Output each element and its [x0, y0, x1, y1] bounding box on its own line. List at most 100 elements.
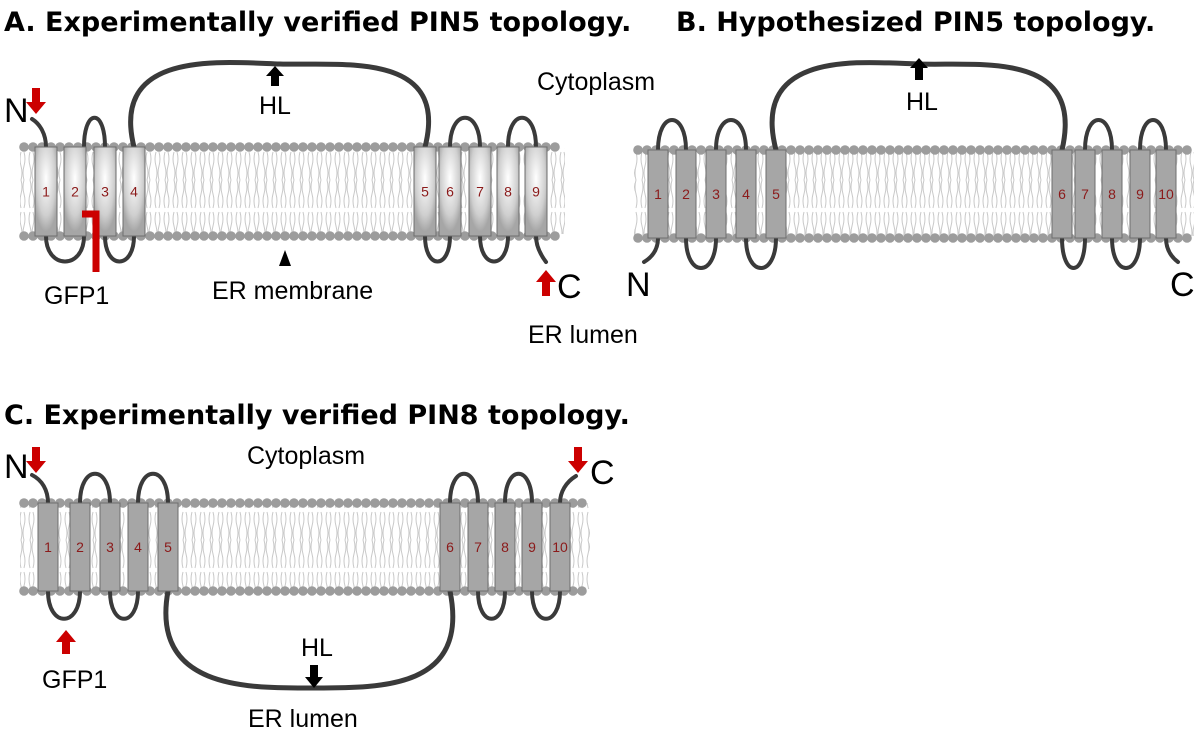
panel-c-bottom-lipid-head: [190, 586, 200, 596]
panel-c-top-lipid-head: [541, 498, 551, 508]
panel-c-helix-2: [69, 502, 91, 592]
panel-c-top-lipid-head: [397, 498, 407, 508]
panel-c-top-lipid-head: [352, 498, 362, 508]
panel-b-loop-3-4: [714, 118, 748, 152]
panel-c-bottom-lipid-head: [334, 586, 344, 596]
panel-a-top-lipid-head: [550, 142, 560, 152]
panel-c-bottom-lipid-head: [199, 586, 209, 596]
panel-b-top-lipid-head: [786, 145, 796, 155]
panel-a-bottom-lipid-head: [361, 231, 371, 241]
panel-c-lumen-label: ER lumen: [248, 705, 358, 733]
panel-a-n-red-arrow: [26, 88, 46, 114]
panel-c-bottom-lipid-head: [397, 586, 407, 596]
panel-a-bottom-lipid-head: [325, 231, 335, 241]
panel-b-top-lipid-head: [921, 145, 931, 155]
panel-c-hl-arrow: [305, 665, 323, 688]
panel-a-bottom-lipid-head: [550, 231, 560, 241]
panel-c-top-lipid-head: [316, 498, 326, 508]
panel-b-loop-7-8: [1083, 118, 1114, 152]
panel-a-top-lipid-head: [307, 142, 317, 152]
panel-c-top-lipid-head: [244, 498, 254, 508]
panel-a-n-label: N: [4, 92, 29, 130]
panel-a-helix-5: [413, 146, 437, 237]
panel-a-bottom-lipid-head: [199, 231, 209, 241]
panel-a-helix-7: [468, 146, 492, 237]
panel-b-helix-number-2: 2: [682, 186, 690, 202]
panel-a-bottom-lipid-head: [154, 231, 164, 241]
panel-c-bottom-lipid-head: [208, 586, 218, 596]
panel-a-helix-1: [34, 146, 58, 237]
panel-c-bottom-lipid-head: [226, 586, 236, 596]
panel-a-loop-5-6: [423, 234, 452, 264]
panel-a-top-lipid-head: [154, 142, 164, 152]
panel-c-bottom-lipid-head: [316, 586, 326, 596]
panel-c-bottom-lipid-head: [289, 586, 299, 596]
panel-c-bottom-lipid-head: [352, 586, 362, 596]
panel-c-bottom-lipid-head: [541, 586, 551, 596]
panel-a-bottom-lipid-head: [190, 231, 200, 241]
panel-c-loop-2-3: [78, 471, 112, 505]
panel-a-bottom-lipid-head: [271, 231, 281, 241]
panel-a-bottom-lipid-head: [181, 231, 191, 241]
panel-a-title: A. Experimentally verified PIN5 topology…: [4, 7, 631, 38]
panel-b-top-lipid-head: [696, 145, 706, 155]
panel-a-bottom-lipid-head: [343, 231, 353, 241]
panel-b-top-lipid-head: [993, 145, 1003, 155]
panel-a-top-lipid-head: [163, 142, 173, 152]
panel-a-top-lipid-head: [262, 142, 272, 152]
panel-c-bottom-lipid-head: [487, 586, 497, 596]
panel-c-loop-1-2: [46, 589, 82, 621]
panel-a-bottom-lipid-head: [253, 231, 263, 241]
panel-a-helix-number-9: 9: [532, 184, 540, 200]
panel-a-hl-label: HL: [259, 92, 291, 120]
panel-a-top-lipid-head: [226, 142, 236, 152]
panel-c-helix-1: [37, 502, 59, 592]
panel-b-top-lipid-head: [795, 145, 805, 155]
panel-a-top-lipid-head: [370, 142, 380, 152]
panel-a-helix-number-5: 5: [421, 184, 429, 200]
panel-b-c-terminus: [1164, 236, 1180, 264]
panel-c-top-lipid-head: [19, 498, 29, 508]
panel-b-top-lipid-head: [903, 145, 913, 155]
panel-c-bottom-lipid-head: [325, 586, 335, 596]
panel-a-top-lipid-head: [280, 142, 290, 152]
panel-c-helix-number-9: 9: [528, 539, 536, 555]
panel-a-bottom-lipid-head: [460, 231, 470, 241]
panel-c-loop-6-7: [448, 471, 480, 505]
panel-a-helix-8: [496, 146, 520, 237]
panel-c-top-lipid-head: [235, 498, 245, 508]
panel-c-loop-8-9: [503, 471, 534, 505]
panel-c-top-lipid-head: [388, 498, 398, 508]
panel-a-bottom-lipid-head: [226, 231, 236, 241]
panel-c-top-lipid-head: [460, 498, 470, 508]
panel-b-bottom-lipid-head: [786, 233, 796, 243]
panel-a-top-lipid-head: [55, 142, 65, 152]
panel-c-bottom-lipid-head: [577, 586, 587, 596]
panel-c-cytoplasm-label: Cytoplasm: [247, 442, 365, 470]
panel-c-top-lipid-head: [280, 498, 290, 508]
panel-b-helix-number-6: 6: [1058, 186, 1066, 202]
panel-c-bottom-lipid-head: [388, 586, 398, 596]
panel-c-top-lipid-head: [334, 498, 344, 508]
panel-a-hl-arrow: [266, 66, 284, 86]
panel-c-bottom-lipid-head: [514, 586, 524, 596]
panel-c-top-lipid-head: [217, 498, 227, 508]
panel-a-bottom-lipid-head: [145, 231, 155, 241]
panel-c-bottom-lipid-head: [91, 586, 101, 596]
panel-b-bottom-lipid-head: [804, 233, 814, 243]
panel-b-helix-8: [1101, 149, 1123, 239]
panel-c-helix-4: [127, 502, 149, 592]
panel-c-helix-number-6: 6: [446, 539, 454, 555]
panel-a-gfp1-marker: [82, 210, 100, 272]
panel-a-bottom-lipid-head: [235, 231, 245, 241]
panel-a-loop-3-4: [103, 234, 136, 264]
panel-a-top-lipid-head: [19, 142, 29, 152]
panel-b-top-lipid-head: [831, 145, 841, 155]
panel-a-helix-number-2: 2: [71, 184, 79, 200]
panel-a-c-red-arrow: [536, 270, 556, 296]
